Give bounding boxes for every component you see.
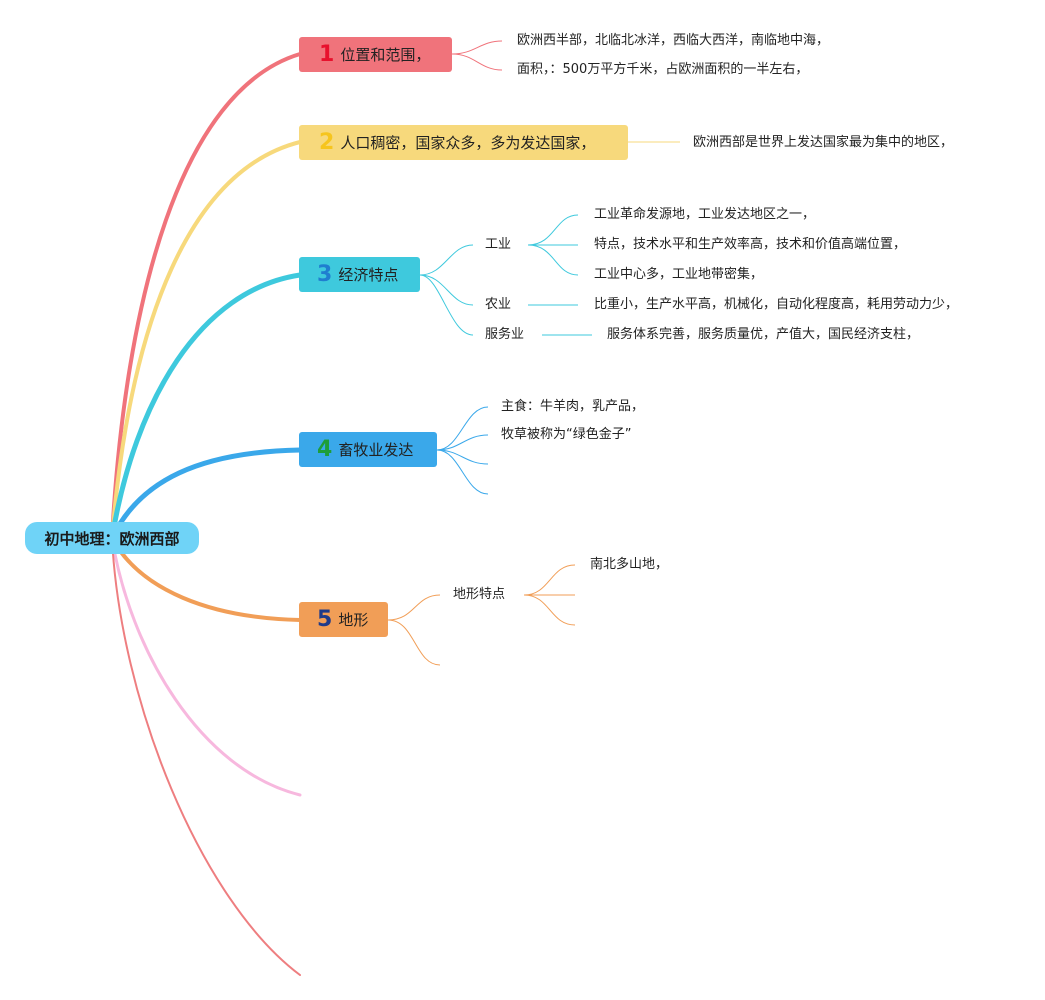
subtopic-services[interactable]: 服务业 <box>485 327 525 342</box>
branch-5-topic[interactable]: 5 地形 <box>299 602 388 637</box>
branch-2-detail-1[interactable]: 欧洲西部是世界上发达国家最为集中的地区， <box>693 135 954 150</box>
subtopic-agriculture[interactable]: 农业 <box>485 297 512 312</box>
root-topic-label: 初中地理：欧洲西部 <box>44 529 180 548</box>
agriculture-detail-1[interactable]: 比重小，生产水平高，机械化，自动化程度高，耗用劳动力少， <box>594 297 959 312</box>
branch-5-connector <box>110 536 302 622</box>
branch-1-detail-1[interactable]: 欧洲西半部，北临北冰洋，西临大西洋，南临地中海， <box>517 33 830 48</box>
branch-6-connector <box>110 536 302 797</box>
branch-7-connector <box>111 537 301 976</box>
branch-1-topic[interactable]: 1 位置和范围， <box>299 37 452 72</box>
branch-1-connector <box>110 52 302 540</box>
branch-3-topic[interactable]: 3 经济特点 <box>299 257 420 292</box>
branch-5-label: 地形 <box>338 611 369 629</box>
number-3-icon: 3 <box>317 262 333 287</box>
branch-1-detail-2[interactable]: 面积，：500万平方千米，占欧洲面积的一半左右， <box>517 62 809 77</box>
branch-3-connector <box>109 272 303 541</box>
industry-detail-3[interactable]: 工业中心多，工业地带密集， <box>594 267 764 282</box>
branch-4-label: 畜牧业发达 <box>338 441 414 459</box>
branch-2-topic[interactable]: 2 人口稠密，国家众多，多为发达国家， <box>299 125 628 160</box>
services-detail-1[interactable]: 服务体系完善，服务质量优，产值大，国民经济支柱， <box>607 327 920 342</box>
branch-4-detail-2[interactable]: 牧草被称为“绿色金子” <box>501 427 632 442</box>
terrain-detail-1[interactable]: 南北多山地， <box>590 557 669 572</box>
number-4-icon: 4 <box>317 437 333 462</box>
subtopic-industry[interactable]: 工业 <box>485 237 512 252</box>
subtopic-terrain-features[interactable]: 地形特点 <box>453 587 506 602</box>
branch-1-label: 位置和范围， <box>340 46 431 64</box>
number-2-icon: 2 <box>319 130 335 155</box>
branch-4-detail-1[interactable]: 主食：牛羊肉，乳产品， <box>501 399 645 414</box>
branch-3-label: 经济特点 <box>338 266 399 284</box>
branch-2-connector <box>110 140 302 540</box>
industry-detail-2[interactable]: 特点，技术水平和生产效率高，技术和价值高端位置， <box>594 237 907 252</box>
number-5-icon: 5 <box>317 607 333 632</box>
industry-detail-1[interactable]: 工业革命发源地，工业发达地区之一， <box>594 207 816 222</box>
branch-2-label: 人口稠密，国家众多，多为发达国家， <box>340 134 596 152</box>
branch-4-connector <box>109 447 303 541</box>
root-topic[interactable]: 初中地理：欧洲西部 <box>25 522 199 554</box>
branch-4-topic[interactable]: 4 畜牧业发达 <box>299 432 437 467</box>
number-1-icon: 1 <box>319 42 335 67</box>
